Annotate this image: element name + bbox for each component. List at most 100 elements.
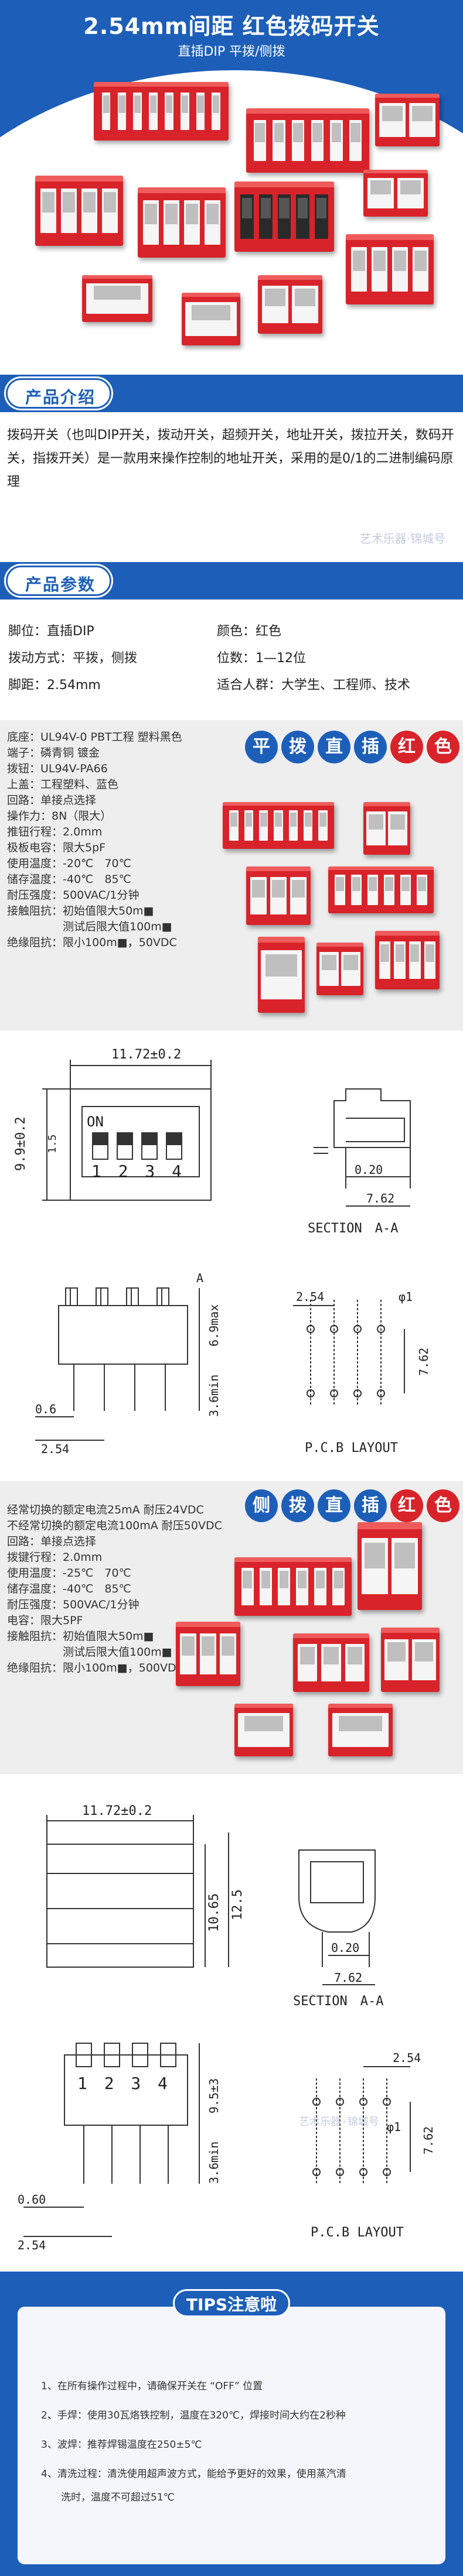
spec-line: 耐压强度：500VAC/1分钟	[7, 889, 139, 902]
dip-switch-side	[381, 1628, 440, 1692]
spec-line: 推钮行程：2.0mm	[7, 825, 103, 838]
dip-switch-flat	[258, 937, 305, 1013]
drawing-watermark: 艺术乐器·锦城号	[299, 2116, 379, 2128]
param-right: 颜色：红色	[217, 624, 282, 639]
spec-line: 接触阻抗：初始值限大50m■	[7, 1630, 154, 1643]
side-pin: 3.6min	[207, 1375, 221, 1417]
switch-numbers: 1 2 3 4	[77, 2074, 171, 2093]
intro-text: 拨码开关（也叫DIP开关，拨动开关，超频开关，地址开关，拨拉开关，数码开关，指拨…	[7, 428, 454, 489]
side-height: 9.5±3	[207, 2078, 221, 2113]
banner-char: 插	[354, 731, 387, 763]
dim-width: 11.72±0.2	[111, 1047, 181, 1062]
dip-switch-flat	[375, 931, 440, 989]
dim-h2: 12.5	[230, 1889, 245, 1920]
dip-switch-flat	[363, 802, 410, 855]
tip-item: 4、清洗过程：清洗使用超声波方式，能给予更好的效果，使用蒸汽清	[41, 2468, 346, 2480]
param-right: 适合人群：大学生、工程师、技术	[217, 678, 411, 693]
banner-char: 侧	[245, 1489, 278, 1522]
dim-height: 9.9±0.2	[13, 1116, 28, 1171]
banner-char: 红	[390, 731, 423, 763]
spec-line: 使用温度：-20℃ 70℃	[7, 857, 131, 870]
pcb-pitch: 2.54	[393, 2051, 421, 2065]
spec-line: 拨键行程：2.0mm	[7, 1551, 103, 1564]
hero-subtitle: 直插DIP 平拨/侧拨	[178, 44, 285, 59]
params-header-label: 产品参数	[6, 566, 111, 596]
side-technical-drawing: 11.72±0.2 10.65 12.5 0.20 7.62 SECTION A…	[18, 1804, 435, 2252]
pcb-hole: φ1	[399, 1290, 413, 1304]
spec-line: 拨钮：UL94V-PA66	[7, 762, 108, 775]
section-label: SECTION A-A	[293, 1994, 383, 2009]
spec-line: 端子：磷青铜 镀金	[7, 746, 100, 759]
banner-char: 拨	[281, 1489, 314, 1522]
banner-char: 插	[354, 1489, 387, 1522]
hero-title: 2.54mm间距 红色拨码开关	[83, 13, 380, 39]
dip-switch-flat	[223, 802, 334, 849]
tips-section: 1、在所有操作过程中，请确保开关在 “OFF” 位置 2、手焊：使用30瓦烙铁控…	[0, 2272, 463, 2576]
section-label: SECTION A-A	[308, 1221, 398, 1236]
param-left: 脚位：直插DIP	[8, 624, 94, 639]
dip-switch-side-5pos	[346, 234, 434, 304]
section-marker-a: A	[196, 1271, 203, 1285]
dip-switch-side-4pos	[35, 176, 123, 246]
pcb-row: 7.62	[417, 1348, 431, 1376]
side-banner: 侧 拨 直 插 红 色	[245, 1489, 459, 1522]
tip-item: 2、手焊：使用30瓦烙铁控制，温度在320℃，焊接时间大约在2秒种	[41, 2410, 346, 2421]
on-label: ON	[87, 1114, 104, 1130]
banner-char: 红	[390, 1489, 423, 1522]
banner-char: 直	[318, 1489, 350, 1522]
spec-line: 电容：限大5PF	[7, 1614, 83, 1627]
spec-line: 回路：单接点选择	[7, 1535, 97, 1548]
dip-switch-flat	[328, 866, 434, 913]
pcb-label: P.C.B LAYOUT	[311, 2225, 404, 2240]
spec-line: 操作力：8N（限大）	[7, 810, 112, 823]
side-height: 6.9max	[207, 1304, 221, 1347]
intro-watermark: 艺术乐器·锦城号	[359, 532, 445, 546]
dip-switch-side-1pos	[182, 293, 240, 345]
side-spec-list: 经常切换的额定电流25mA 耐压24VDC 不经常切换的额定电流100mA 耐压…	[7, 1502, 222, 1676]
tip-item: 1、在所有操作过程中，请确保开关在 “OFF” 位置	[41, 2380, 263, 2392]
spec-line: 不经常切换的额定电流100mA 耐压50VDC	[7, 1519, 222, 1532]
dip-switch-side	[328, 1704, 393, 1756]
flat-drawing: 11.72±0.2 9.9±0.2 1.5 ON 1 2 3 4 0.20 7.…	[0, 1030, 463, 1481]
spec-line: 接触阻抗：初始值限大50m■	[7, 905, 154, 917]
dip-switch-side	[293, 1633, 369, 1692]
dip-switch-6pos	[246, 108, 369, 173]
dim-width: 11.72±0.2	[82, 1804, 152, 1818]
section-dim2: 7.62	[366, 1191, 394, 1205]
pcb-label: P.C.B LAYOUT	[305, 1441, 398, 1455]
side-spec-block: 侧 拨 直 插 红 色 经常切换的额定电流25mA 耐压24VDC 不经常切换的…	[0, 1481, 463, 1774]
dip-switch-side	[234, 1704, 293, 1756]
dip-switch-2pos	[363, 170, 428, 217]
spec-line: 绝缘阻抗：限小100m■，50VDC	[7, 936, 177, 949]
banner-char: 色	[427, 731, 459, 763]
side-w2: 2.54	[18, 2238, 46, 2252]
pcb-row: 7.62	[421, 2126, 435, 2154]
spec-line: 耐压强度：500VAC/1分钟	[7, 1598, 139, 1611]
banner-char: 平	[245, 731, 278, 763]
flat-technical-drawing: 11.72±0.2 9.9±0.2 1.5 ON 1 2 3 4 0.20 7.…	[13, 1047, 431, 1456]
side-w1: 0.6	[35, 1402, 56, 1416]
dip-switch-flat	[246, 866, 311, 925]
spec-line: 回路：单接点选择	[7, 794, 97, 807]
flat-spec-block: 平 拨 直 插 红 色 底座：UL94V-0 PBT工程 塑料黑色 端子：磷青铜…	[0, 720, 463, 1030]
spec-line: 使用温度：-25℃ 70℃	[7, 1567, 131, 1580]
pcb-hole: φ1	[387, 2120, 401, 2134]
section-dim2: 7.62	[334, 1971, 362, 1985]
spec-line: 储存温度：-40℃ 85℃	[7, 1582, 131, 1595]
banner-char: 色	[427, 1489, 459, 1522]
param-right: 位数：1—12位	[217, 651, 306, 666]
dip-switch-dark-top	[234, 181, 334, 252]
side-w1: 0.60	[18, 2193, 46, 2207]
intro-header-bar: 产品介绍	[0, 375, 463, 412]
intro-header-label: 产品介绍	[6, 378, 111, 409]
tips-card: 1、在所有操作过程中，请确保开关在 “OFF” 位置 2、手焊：使用30瓦烙铁控…	[18, 2307, 445, 2564]
dip-switch-4pos	[138, 187, 226, 258]
params-header-bar: 产品参数	[0, 562, 463, 600]
spec-line: 底座：UL94V-0 PBT工程 塑料黑色	[7, 731, 182, 744]
param-left: 脚距：2.54mm	[8, 678, 101, 693]
pcb-pitch: 2.54	[296, 1290, 324, 1304]
flat-banner: 平 拨 直 插 红 色	[245, 731, 459, 763]
spec-line: 绝缘阻抗：限小100m■，500VDC	[7, 1662, 184, 1674]
dip-switch-side	[176, 1622, 240, 1686]
